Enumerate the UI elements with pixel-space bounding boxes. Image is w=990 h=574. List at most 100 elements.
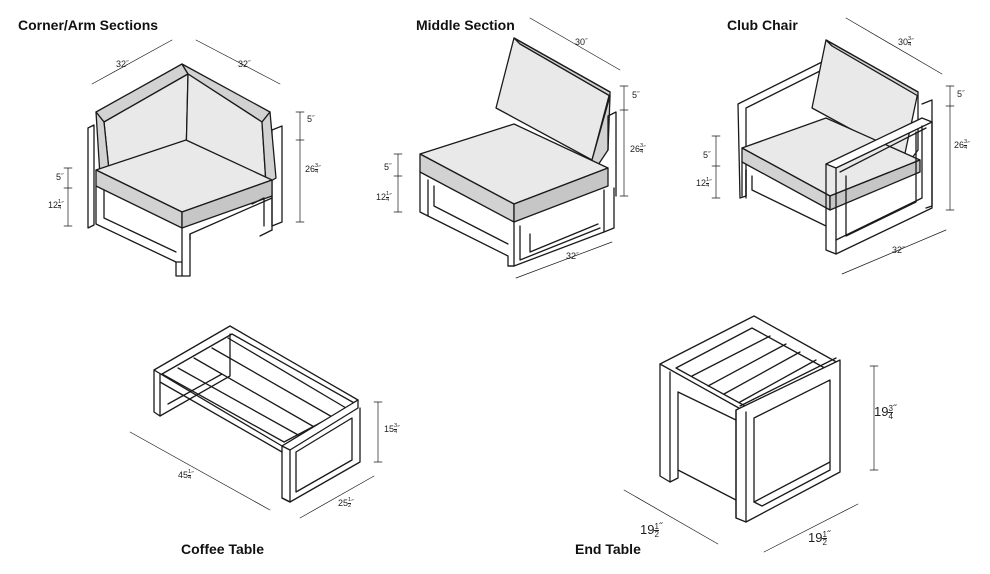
dim-unit-mark: ˝ bbox=[585, 37, 588, 46]
dim-unit-mark: ˝ bbox=[708, 150, 711, 159]
dim-fraction-numerator: 3 bbox=[640, 143, 644, 151]
dim-fraction-denominator: 4 bbox=[640, 149, 644, 156]
dim-whole-value: 32 bbox=[566, 251, 577, 261]
coffee-table-title: Coffee Table bbox=[181, 541, 264, 557]
dim-fraction-denominator: 4 bbox=[908, 42, 912, 49]
dim-fraction-numerator: 3 bbox=[394, 423, 398, 431]
dim-fraction-numerator: 1 bbox=[822, 529, 827, 540]
dim-club-width: 32˝ bbox=[892, 245, 904, 255]
dim-unit-mark: ˝ bbox=[576, 251, 579, 260]
corner-section-drawing bbox=[88, 64, 282, 276]
dim-fraction-numerator: 1 bbox=[188, 469, 192, 477]
dim-fraction-denominator: 4 bbox=[706, 183, 710, 190]
dim-unit-mark: ˝ bbox=[709, 178, 712, 187]
dim-fraction-numerator: 3 bbox=[964, 139, 968, 147]
dim-unit-mark: ˝ bbox=[962, 89, 965, 98]
dim-fraction-denominator: 4 bbox=[964, 145, 968, 152]
dim-unit-mark: ˝ bbox=[389, 192, 392, 201]
dim-whole-value: 19 bbox=[808, 530, 823, 545]
end-dimension-lines bbox=[624, 366, 878, 552]
dim-fraction-denominator: 4 bbox=[386, 197, 390, 204]
dim-fraction-denominator: 4 bbox=[394, 429, 398, 436]
club-dimension-lines bbox=[712, 18, 954, 274]
dim-fraction-numerator: 1 bbox=[386, 191, 390, 199]
dim-unit-mark: ˝ bbox=[126, 59, 129, 68]
dim-middle-back: 5˝ bbox=[632, 90, 639, 100]
middle-dimension-lines bbox=[394, 18, 628, 278]
dim-whole-value: 25 bbox=[338, 498, 349, 508]
dim-whole-value: 5 bbox=[957, 89, 963, 99]
dim-unit-mark: ˝ bbox=[248, 59, 251, 68]
dim-corner-width-left: 32˝ bbox=[116, 59, 128, 69]
dim-middle-depth: 30˝ bbox=[575, 37, 587, 47]
dim-fraction-numerator: 1 bbox=[654, 521, 659, 532]
dim-unit-mark: ˝ bbox=[911, 37, 914, 46]
dim-fraction-denominator: 2 bbox=[348, 503, 352, 510]
dim-unit-mark: ˝ bbox=[643, 144, 646, 153]
dim-corner-cushion: 5˝ bbox=[56, 172, 63, 182]
dim-unit-mark: ˝ bbox=[61, 200, 64, 209]
dim-whole-value: 5 bbox=[703, 150, 709, 160]
dim-fraction-numerator: 3 bbox=[315, 163, 319, 171]
dim-whole-value: 26 bbox=[305, 164, 316, 174]
dim-unit-mark: ˝ bbox=[351, 498, 354, 507]
dim-whole-value: 19 bbox=[640, 522, 655, 537]
dim-whole-value: 5 bbox=[632, 90, 638, 100]
dim-whole-value: 19 bbox=[874, 404, 889, 419]
end-table-title: End Table bbox=[575, 541, 641, 557]
dim-unit-mark: ˝ bbox=[191, 470, 194, 479]
corner-section-title: Corner/Arm Sections bbox=[18, 17, 159, 33]
dim-fraction-denominator: 4 bbox=[315, 169, 319, 176]
dim-unit-mark: ˝ bbox=[902, 245, 905, 254]
dim-fraction-numerator: 1 bbox=[348, 497, 352, 505]
dim-whole-value: 30 bbox=[898, 37, 909, 47]
dim-whole-value: 30 bbox=[575, 37, 586, 47]
dim-club-cushion: 5˝ bbox=[703, 150, 710, 160]
dim-unit-mark: ˝ bbox=[658, 522, 663, 533]
end-table-drawing bbox=[660, 316, 840, 522]
dim-whole-value: 45 bbox=[178, 470, 189, 480]
dim-unit-mark: ˝ bbox=[967, 140, 970, 149]
dim-whole-value: 5 bbox=[307, 114, 313, 124]
dim-middle-cushion: 5˝ bbox=[384, 162, 391, 172]
club-chair-drawing bbox=[738, 40, 932, 254]
dim-fraction-numerator: 3 bbox=[908, 36, 912, 44]
middle-section-title: Middle Section bbox=[416, 17, 515, 33]
dim-unit-mark: ˝ bbox=[826, 530, 831, 541]
dim-whole-value: 12 bbox=[48, 200, 59, 210]
dim-corner-back: 5˝ bbox=[307, 114, 314, 124]
dim-whole-value: 5 bbox=[56, 172, 62, 182]
dim-whole-value: 15 bbox=[384, 424, 395, 434]
dim-unit-mark: ˝ bbox=[397, 424, 400, 433]
dim-whole-value: 32 bbox=[238, 59, 249, 69]
dim-unit-mark: ˝ bbox=[389, 162, 392, 171]
corner-dimension-lines bbox=[64, 40, 304, 226]
dim-unit-mark: ˝ bbox=[637, 90, 640, 99]
dim-fraction-numerator: 1 bbox=[706, 177, 710, 185]
dim-whole-value: 12 bbox=[696, 178, 707, 188]
dim-unit-mark: ˝ bbox=[312, 114, 315, 123]
dim-fraction-denominator: 4 bbox=[888, 412, 893, 422]
dim-unit-mark: ˝ bbox=[61, 172, 64, 181]
